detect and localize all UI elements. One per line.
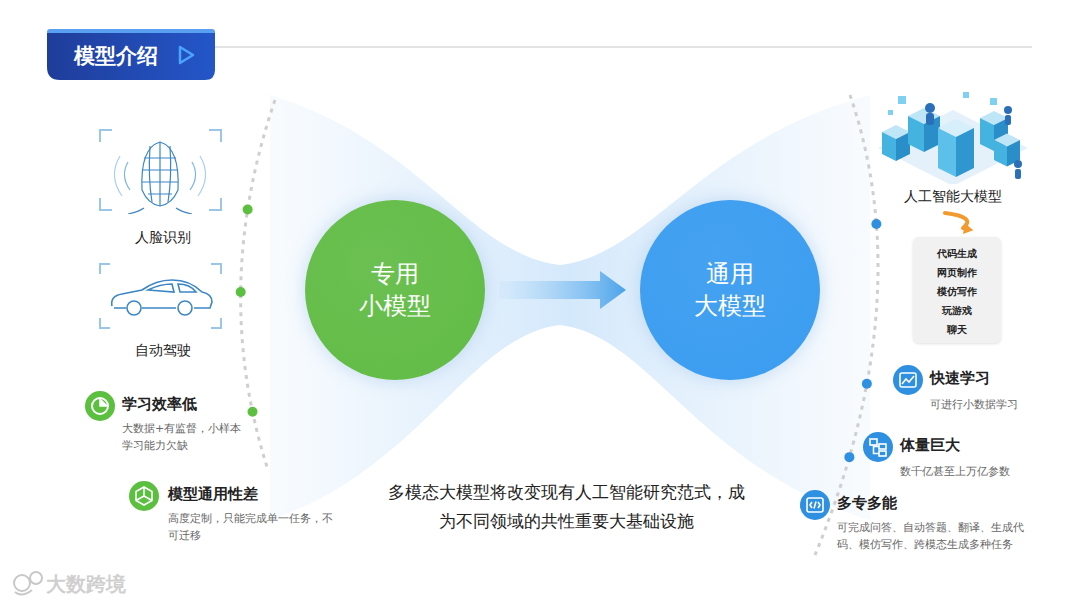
item-heading: 多专多能 xyxy=(837,494,897,513)
item-heading: 快速学习 xyxy=(930,369,990,388)
capability-item: 代码生成 xyxy=(913,247,1001,261)
item-description: 高度定制，只能完成单一任务，不可迁移 xyxy=(168,510,338,544)
feature-item: 体量巨大数千亿甚至上万亿参数 xyxy=(862,431,1042,485)
connector xyxy=(945,213,973,234)
feature-icon xyxy=(799,489,831,521)
feature-item: 多专多能可完成问答、自动答题、翻译、生成代码、模仿写作、跨模态生成多种任务 xyxy=(799,489,1044,561)
feature-item: 学习效率低大数据+有监督，小样本学习能力欠缺 xyxy=(84,390,269,458)
arc-dot xyxy=(248,407,258,417)
item-description: 数千亿甚至上万亿参数 xyxy=(900,463,1040,480)
dashed-arc xyxy=(815,95,878,555)
model-circle: 通用 大模型 xyxy=(640,200,820,380)
capability-item: 模仿写作 xyxy=(913,285,1001,299)
feature-item: 快速学习可进行小数据学习 xyxy=(892,364,1042,418)
item-description: 大数据+有监督，小样本学习能力欠缺 xyxy=(122,420,246,454)
arc-dot xyxy=(236,287,246,297)
feature-icon xyxy=(128,480,160,512)
light-band xyxy=(270,95,870,520)
connector xyxy=(499,271,626,309)
section-title: 模型介绍 xyxy=(74,42,158,70)
title-tab xyxy=(47,33,215,80)
face-icon xyxy=(98,128,223,214)
feature-icon xyxy=(862,431,894,463)
item-description: 可完成问答、自动答题、翻译、生成代码、模仿写作、跨模态生成多种任务 xyxy=(837,519,1039,553)
feature-icon xyxy=(892,364,924,396)
capability-list-box: 代码生成网页制作模仿写作玩游戏聊天 xyxy=(913,237,1001,343)
capability-item: 聊天 xyxy=(913,323,1001,337)
car-icon xyxy=(98,262,223,330)
title-rule xyxy=(215,46,1032,48)
feature-item: 人脸识别 xyxy=(95,125,230,255)
item-heading: 模型通用性差 xyxy=(168,485,258,504)
transition-arrow xyxy=(499,271,626,309)
watermark: 大数跨境 xyxy=(46,571,126,598)
feature-item: 自动驾驶 xyxy=(95,262,230,367)
capability-item: 网页制作 xyxy=(913,266,1001,280)
item-description: 可进行小数据学习 xyxy=(930,396,1042,413)
item-heading: 体量巨大 xyxy=(900,436,960,455)
item-heading: 学习效率低 xyxy=(122,395,197,414)
arrow-head xyxy=(963,223,973,234)
curved-arrow xyxy=(945,213,967,228)
item-label: 人工智能大模型 xyxy=(868,188,1038,206)
feature-item: 人工智能大模型 xyxy=(868,88,1038,210)
center-note: 多模态大模型将改变现有人工智能研究范式，成为不同领域的共性重要大基础设施 xyxy=(380,478,752,536)
arc-dot xyxy=(243,205,253,215)
circle-label: 通用 大模型 xyxy=(689,258,771,323)
arc-dot xyxy=(844,452,854,462)
item-label: 自动驾驶 xyxy=(95,342,230,360)
watermark-icon xyxy=(14,572,42,595)
capability-item: 玩游戏 xyxy=(913,304,1001,318)
play-icon xyxy=(180,47,193,63)
feature-icon xyxy=(84,390,116,422)
item-label: 人脸识别 xyxy=(95,229,230,247)
ai-illustration xyxy=(868,88,1038,184)
arc-dot xyxy=(871,219,881,229)
dashed-arc xyxy=(241,100,275,470)
arc-dot xyxy=(862,379,872,389)
model-circle: 专用 小模型 xyxy=(305,200,485,380)
feature-item: 模型通用性差高度定制，只能完成单一任务，不可迁移 xyxy=(128,480,343,550)
circle-label: 专用 小模型 xyxy=(354,258,436,323)
